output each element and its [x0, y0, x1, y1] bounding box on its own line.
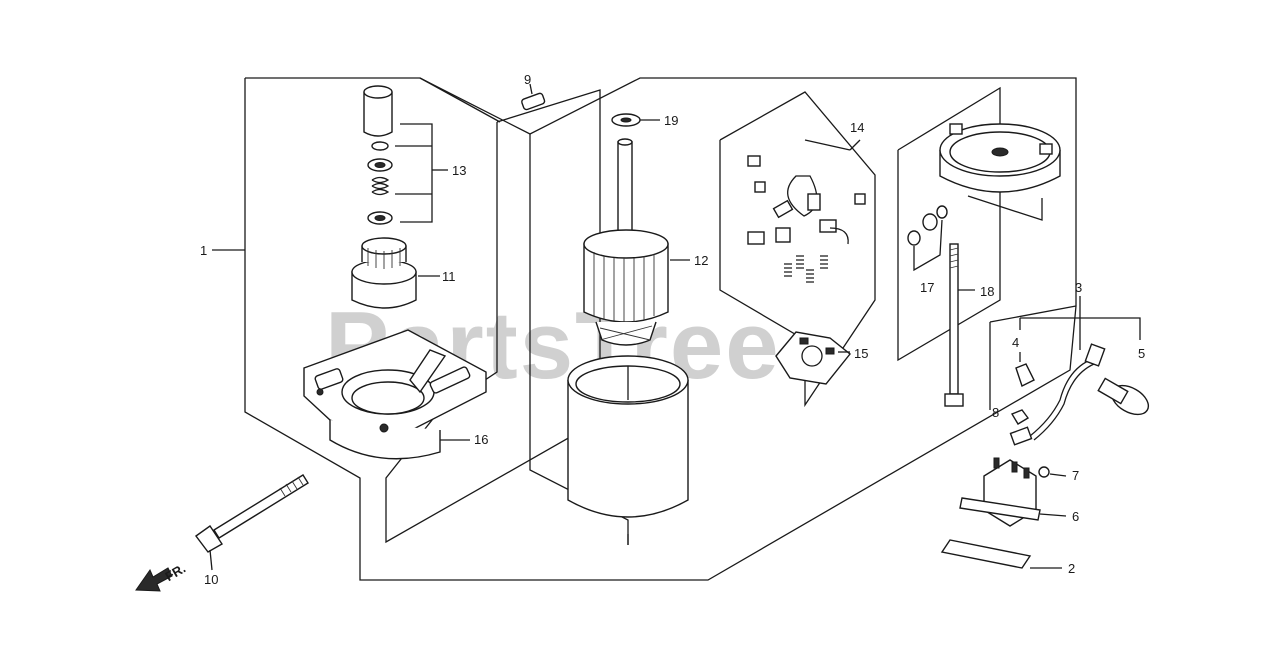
- nut-washer-set[interactable]: [907, 205, 948, 272]
- callout-15: 15: [854, 346, 868, 361]
- rear-cover[interactable]: [939, 123, 1061, 221]
- callout-18: 18: [980, 284, 994, 299]
- yoke-case[interactable]: [567, 355, 689, 545]
- callout-9: 9: [524, 72, 531, 87]
- callout-labels: 1 2 3 4 5 6 7 8 9 10 11 12 13 14 15 16 1…: [200, 72, 1145, 587]
- callout-16: 16: [474, 432, 488, 447]
- callout-13: 13: [452, 163, 466, 178]
- callout-12: 12: [694, 253, 708, 268]
- terminal-cap[interactable]: [1015, 352, 1035, 387]
- nut-part[interactable]: [1010, 409, 1030, 425]
- callout-17: 17: [920, 280, 934, 295]
- brush-holder[interactable]: [775, 331, 851, 385]
- callout-3: 3: [1075, 280, 1082, 295]
- solenoid-bracket[interactable]: [940, 539, 1062, 569]
- washer-part[interactable]: [611, 113, 660, 127]
- direction-label: FR.: [163, 561, 189, 584]
- front-bracket[interactable]: [303, 329, 487, 460]
- pinion-stop-set[interactable]: [363, 85, 448, 225]
- callout-19: 19: [664, 113, 678, 128]
- brush-set[interactable]: [747, 139, 866, 283]
- callout-14: 14: [850, 120, 864, 135]
- callout-11: 11: [442, 269, 456, 284]
- callout-7: 7: [1072, 468, 1079, 483]
- long-screw[interactable]: [944, 243, 975, 407]
- callout-2: 2: [1068, 561, 1075, 576]
- starter-cable[interactable]: [1009, 296, 1153, 446]
- armature[interactable]: [583, 138, 690, 346]
- front-direction-indicator: FR.: [135, 561, 189, 592]
- callout-6: 6: [1072, 509, 1079, 524]
- callout-10: 10: [204, 572, 218, 587]
- pinion-gear[interactable]: [351, 237, 440, 309]
- small-nut[interactable]: [1038, 466, 1067, 478]
- callout-4: 4: [1012, 335, 1019, 350]
- callout-5: 5: [1138, 346, 1145, 361]
- starter-solenoid[interactable]: [959, 457, 1067, 527]
- pin-part[interactable]: [521, 83, 546, 111]
- callout-1: 1: [200, 243, 207, 258]
- through-bolt[interactable]: [195, 474, 309, 571]
- callout-8: 8: [992, 405, 999, 420]
